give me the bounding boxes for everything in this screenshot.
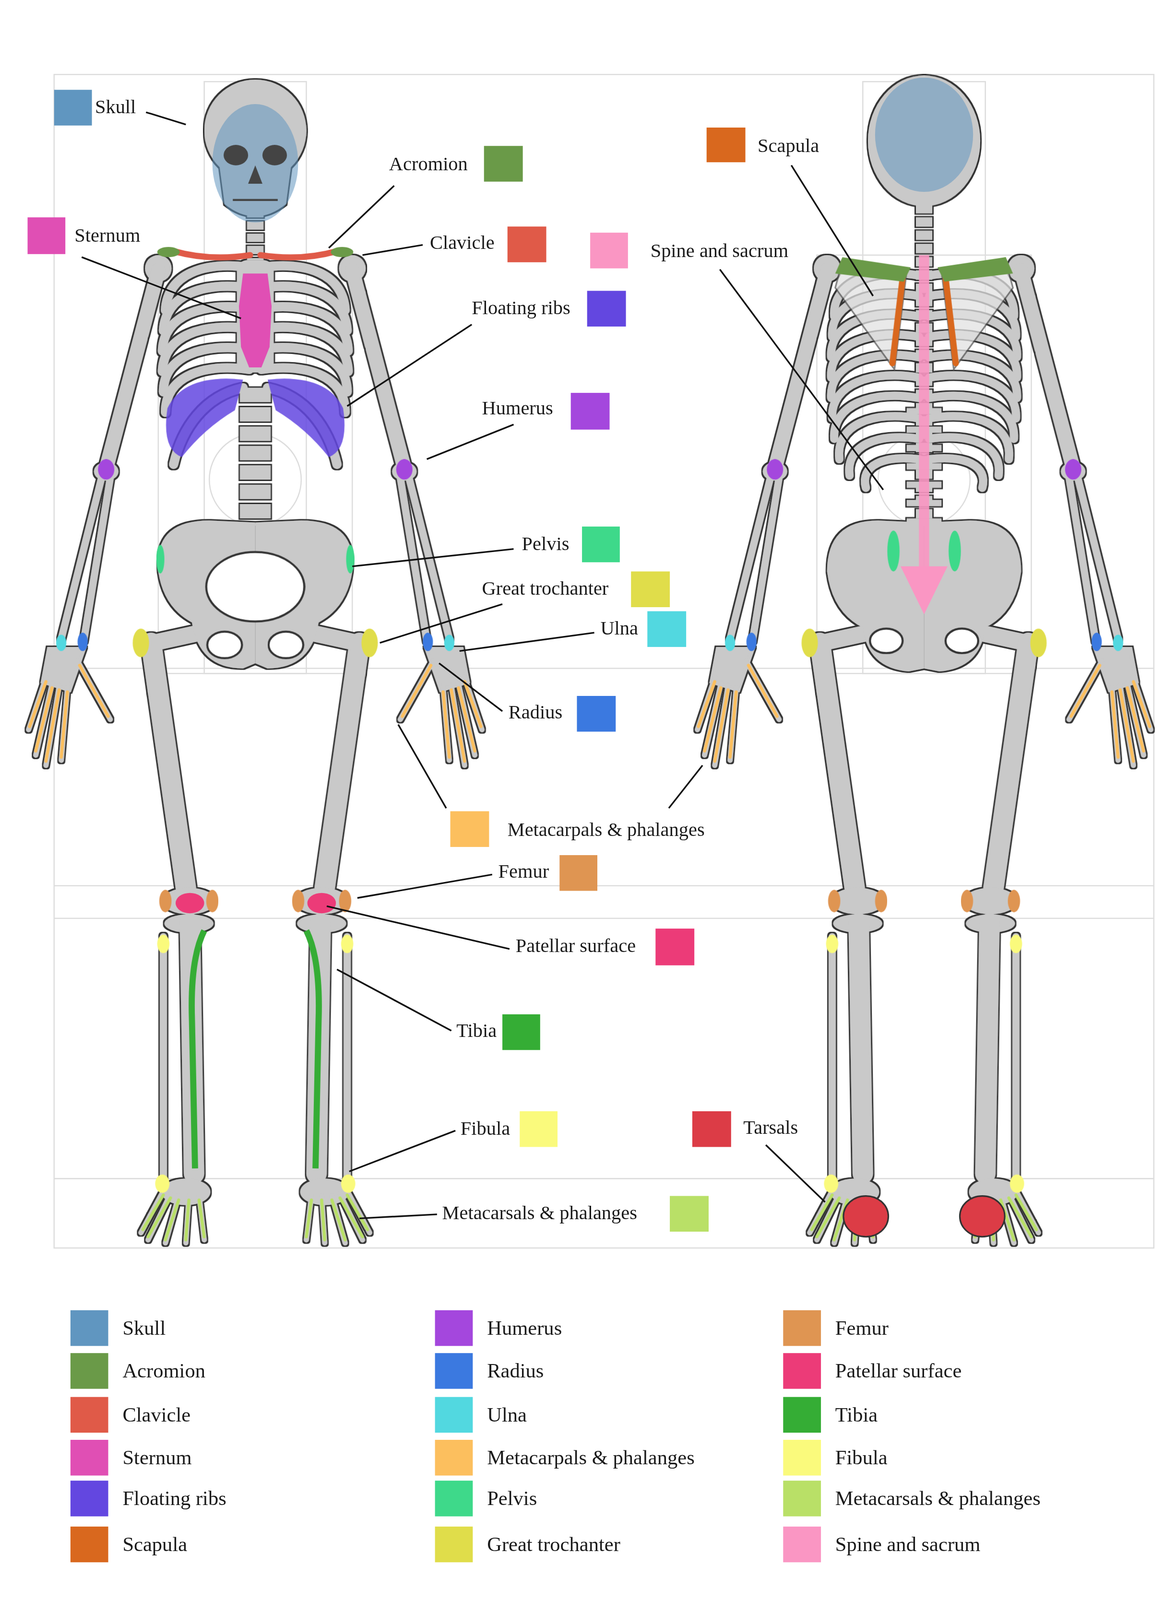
legend-text: Femur: [835, 1314, 889, 1342]
legend-swatch: [435, 1481, 474, 1517]
legend-text: Radius: [486, 1357, 544, 1385]
leader-lines: [81, 112, 884, 1219]
legend-text: Ulna: [486, 1401, 527, 1428]
legend-text: Floating ribs: [122, 1485, 226, 1512]
construction-grid: [54, 74, 1154, 1249]
callout-label: Patellar surface: [515, 934, 636, 959]
legend-text: Scapula: [122, 1530, 188, 1558]
legend-swatch: [70, 1440, 109, 1476]
callout-label: Femur: [498, 859, 550, 884]
legend-text: Great trochanter: [486, 1530, 621, 1558]
legend-text: Spine and sacrum: [835, 1530, 981, 1558]
callout-label: Scapula: [757, 133, 819, 159]
legend-text: Acromion: [122, 1357, 206, 1385]
callout-label: Clavicle: [429, 230, 495, 256]
legend-swatch: [783, 1310, 821, 1347]
legend-text: Fibula: [835, 1444, 888, 1472]
legend-text: Metacarpals & phalanges: [486, 1444, 695, 1472]
callout-label: Pelvis: [522, 531, 570, 557]
legend-swatch: [435, 1310, 474, 1347]
legend-swatch: [70, 1353, 109, 1389]
callout-label: Tarsals: [743, 1115, 798, 1140]
front-skeleton-colors: [29, 104, 482, 1241]
legend-text: Humerus: [486, 1314, 562, 1342]
legend-text: Patellar surface: [835, 1357, 962, 1385]
legend-swatch: [783, 1440, 821, 1476]
callout-label: Tibia: [456, 1018, 497, 1044]
legend-swatch: [783, 1353, 821, 1389]
legend-swatch: [70, 1397, 109, 1434]
callout-label: Acromion: [389, 152, 468, 177]
legend-text: Pelvis: [486, 1485, 537, 1512]
callout-label: Skull: [94, 94, 136, 120]
legend-text: Tibia: [835, 1401, 878, 1428]
legend-swatch: [435, 1527, 474, 1563]
callout-label: Great trochanter: [482, 576, 609, 602]
legend-text: Sternum: [122, 1444, 192, 1472]
callout-label: Spine and sacrum: [650, 238, 789, 264]
front-skeleton: [28, 79, 483, 1244]
legend-text: Skull: [122, 1314, 166, 1342]
legend-swatch: [783, 1527, 821, 1563]
callout-label: Radius: [508, 700, 563, 725]
callout-label: Humerus: [482, 396, 554, 421]
callout-label: Metacarsals & phalanges: [442, 1201, 638, 1226]
legend-swatch: [783, 1481, 821, 1517]
callout-label: Floating ribs: [471, 296, 571, 321]
legend-swatch: [70, 1481, 109, 1517]
callout-label: Ulna: [600, 616, 639, 641]
legend-swatch: [435, 1440, 474, 1476]
legend-text: Clavicle: [122, 1401, 191, 1428]
legend-swatch: [435, 1353, 474, 1389]
legend-swatch: [70, 1310, 109, 1347]
callout-label: Metacarpals & phalanges: [507, 817, 705, 843]
legend-swatch: [783, 1397, 821, 1434]
callout-swatches: [27, 89, 746, 1233]
legend-swatch: [435, 1397, 474, 1434]
callout-label: Sternum: [74, 223, 141, 249]
callout-label: Fibula: [460, 1116, 511, 1142]
legend-swatch: [70, 1527, 109, 1563]
legend-text: Metacarsals & phalanges: [835, 1485, 1041, 1512]
